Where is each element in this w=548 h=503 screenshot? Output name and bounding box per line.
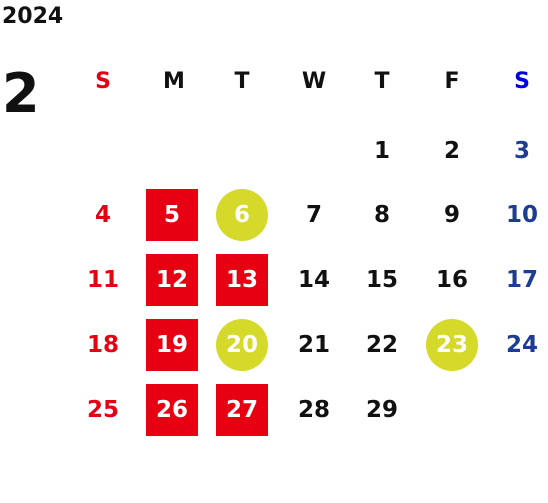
day-cell[interactable]: 15 <box>365 267 398 293</box>
day-cell-sunday[interactable]: 11 <box>86 267 119 293</box>
weekday-header-fri: F <box>444 68 460 94</box>
day-cell-closed[interactable]: 27 <box>216 384 268 436</box>
day-cell-sunday[interactable]: 18 <box>86 332 119 358</box>
day-cell-marked[interactable]: 6 <box>216 189 268 241</box>
day-cell-marked[interactable]: 20 <box>216 319 268 371</box>
weekday-header-wed: W <box>301 68 327 94</box>
day-cell[interactable]: 9 <box>443 202 460 228</box>
day-cell[interactable]: 1 <box>373 138 390 164</box>
day-cell-closed[interactable]: 13 <box>216 254 268 306</box>
calendar-month: 2 <box>2 62 40 125</box>
day-cell-saturday[interactable]: 24 <box>505 332 538 358</box>
day-cell-closed[interactable]: 26 <box>146 384 198 436</box>
day-cell-marked[interactable]: 23 <box>426 319 478 371</box>
day-cell[interactable]: 14 <box>297 267 330 293</box>
weekday-header-mon: M <box>163 68 185 94</box>
day-cell-closed[interactable]: 12 <box>146 254 198 306</box>
day-cell[interactable]: 8 <box>373 202 390 228</box>
weekday-header-sun: S <box>95 68 111 94</box>
weekday-header-thu: T <box>374 68 390 94</box>
day-cell[interactable]: 29 <box>365 397 398 423</box>
day-cell-saturday[interactable]: 17 <box>505 267 538 293</box>
day-cell-saturday[interactable]: 3 <box>513 138 530 164</box>
day-cell-sunday[interactable]: 4 <box>94 202 111 228</box>
day-cell-closed[interactable]: 5 <box>146 189 198 241</box>
day-cell[interactable]: 21 <box>297 332 330 358</box>
weekday-header-sat: S <box>514 68 530 94</box>
calendar-year: 2024 <box>2 4 64 29</box>
day-cell[interactable]: 22 <box>365 332 398 358</box>
day-cell-saturday[interactable]: 10 <box>505 202 538 228</box>
day-cell[interactable]: 16 <box>435 267 468 293</box>
day-cell-sunday[interactable]: 25 <box>86 397 119 423</box>
weekday-header-tue: T <box>234 68 250 94</box>
day-cell[interactable]: 28 <box>297 397 330 423</box>
day-cell-closed[interactable]: 19 <box>146 319 198 371</box>
day-cell[interactable]: 7 <box>305 202 322 228</box>
day-cell[interactable]: 2 <box>443 138 460 164</box>
